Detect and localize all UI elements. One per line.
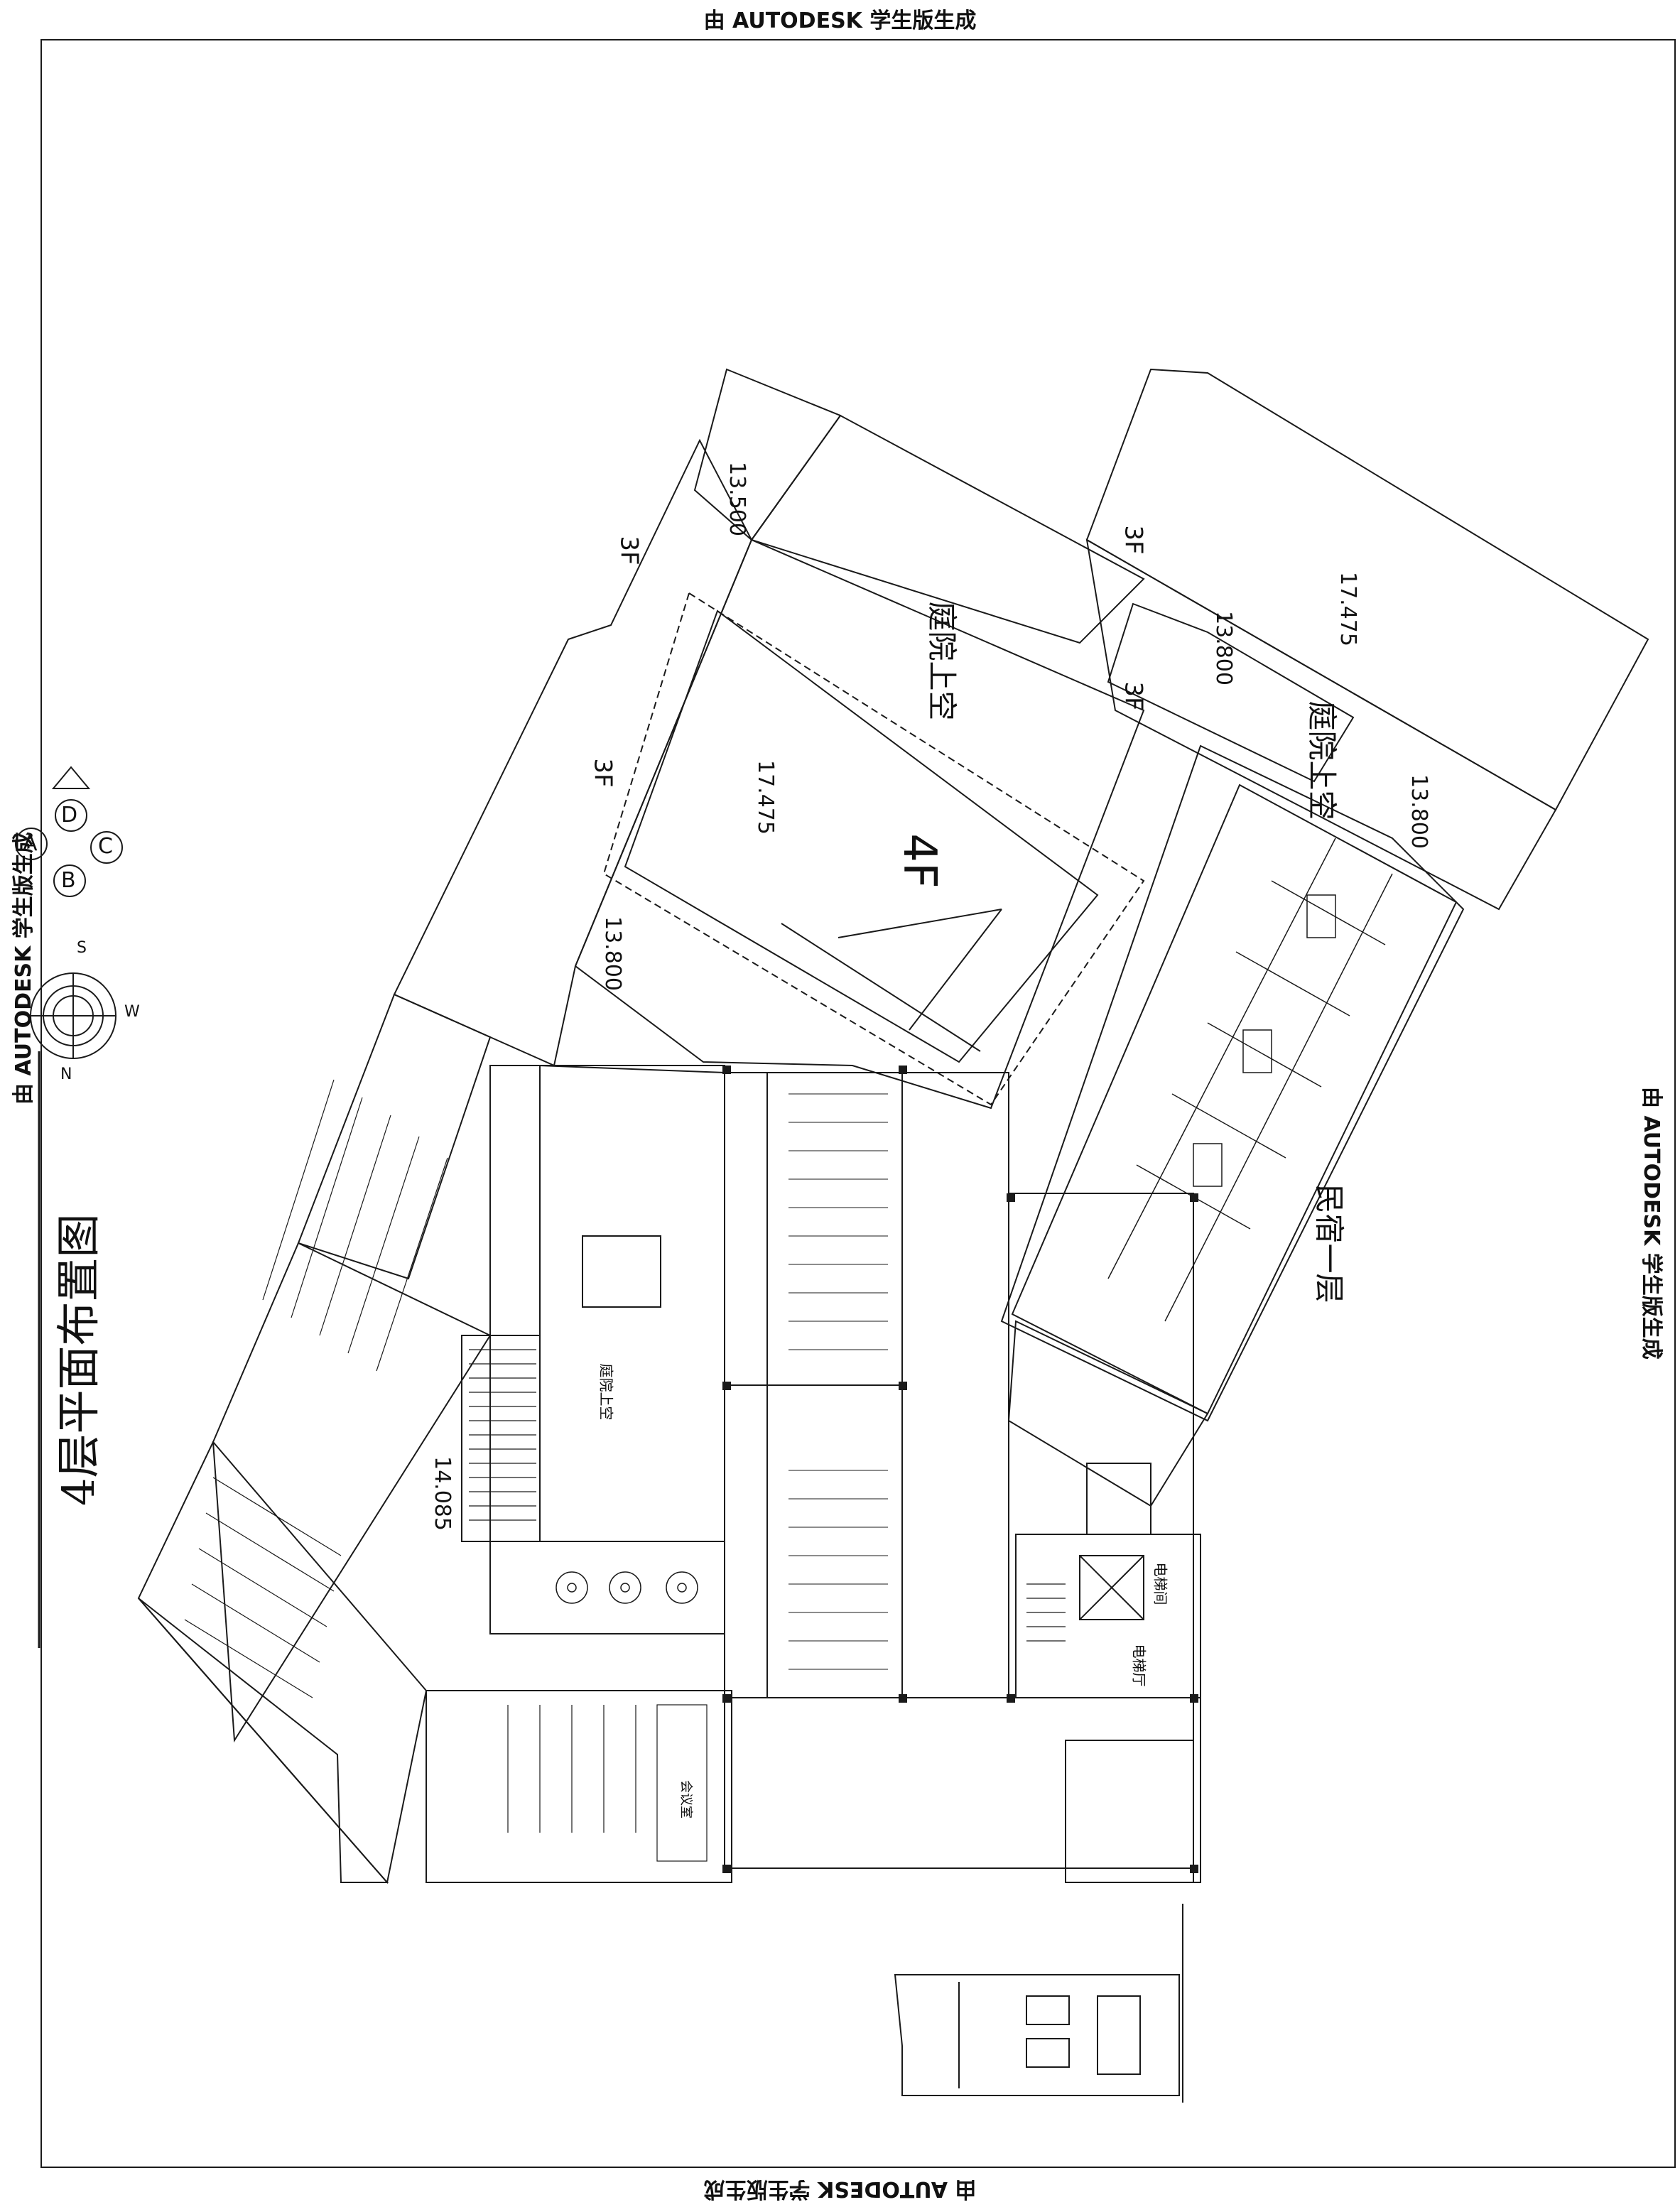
lounge-furniture <box>556 1571 698 1604</box>
compass-rose <box>30 972 116 1059</box>
compass-letter-w: W <box>124 1003 140 1021</box>
office-block-outline <box>1015 1463 1201 1883</box>
drawing-title: 4层平面布置图 <box>53 1213 104 1506</box>
classroom-wing-outline <box>137 993 732 1885</box>
label-elevator-room: 电梯间 <box>1151 1562 1169 1605</box>
watermark-right: 由 AUTODESK 学生版生成 <box>1639 1087 1664 1360</box>
label-courtyard-void-3: 庭院上空 <box>597 1363 615 1421</box>
floor-mark-1: 3F <box>614 536 644 565</box>
elevation-2: 17.475 <box>752 760 778 835</box>
watermark-top: 由 AUTODESK 学生版生成 <box>703 9 977 33</box>
orientation-key <box>15 766 123 897</box>
annex-outline <box>894 1904 1183 2103</box>
compass-letter-n: N <box>60 1066 72 1083</box>
floor-mark-4: 3F <box>588 758 617 788</box>
elevation-1: 13.500 <box>724 462 749 536</box>
structural-columns <box>722 1066 1198 1873</box>
label-elevator-hall: 电梯厅 <box>1130 1644 1148 1687</box>
classroom-desks <box>184 1079 708 1862</box>
elevation-4: 13.800 <box>600 916 625 991</box>
label-courtyard-void-1: 庭院上空 <box>924 601 960 721</box>
sheet-frame <box>40 39 1676 2168</box>
watermark-left: 由 AUTODESK 学生版生成 <box>11 832 36 1105</box>
elevation-6: 13.800 <box>1406 774 1431 849</box>
label-homestay: 民宿一层 <box>1311 1183 1347 1303</box>
orientation-letter-d: D <box>61 803 78 828</box>
compass-letter-s: S <box>77 939 87 957</box>
orientation-letter-b: B <box>61 868 76 893</box>
auditorium-seats <box>788 1093 888 1670</box>
watermark-bottom: 由 AUTODESK 学生版生成 <box>703 2176 977 2201</box>
label-courtyard-void-2: 庭院上空 <box>1304 700 1340 820</box>
orientation-letter-a: A <box>23 831 38 856</box>
orientation-letter-c: C <box>98 834 113 859</box>
elevation-7: 14.085 <box>429 1456 455 1531</box>
floor-label: 4F <box>892 833 945 889</box>
floor-mark-2: 3F <box>1119 525 1148 555</box>
stair-hatching <box>469 1335 1066 1642</box>
floor-mark-3: 3F <box>1119 681 1148 711</box>
right-wing-outline <box>1000 368 1649 1507</box>
elevation-5: 13.800 <box>1210 611 1236 685</box>
label-meeting-room: 会议室 <box>678 1780 693 1818</box>
elevation-3: 17.475 <box>1335 572 1360 646</box>
upper-wing-outline <box>393 368 1145 1110</box>
